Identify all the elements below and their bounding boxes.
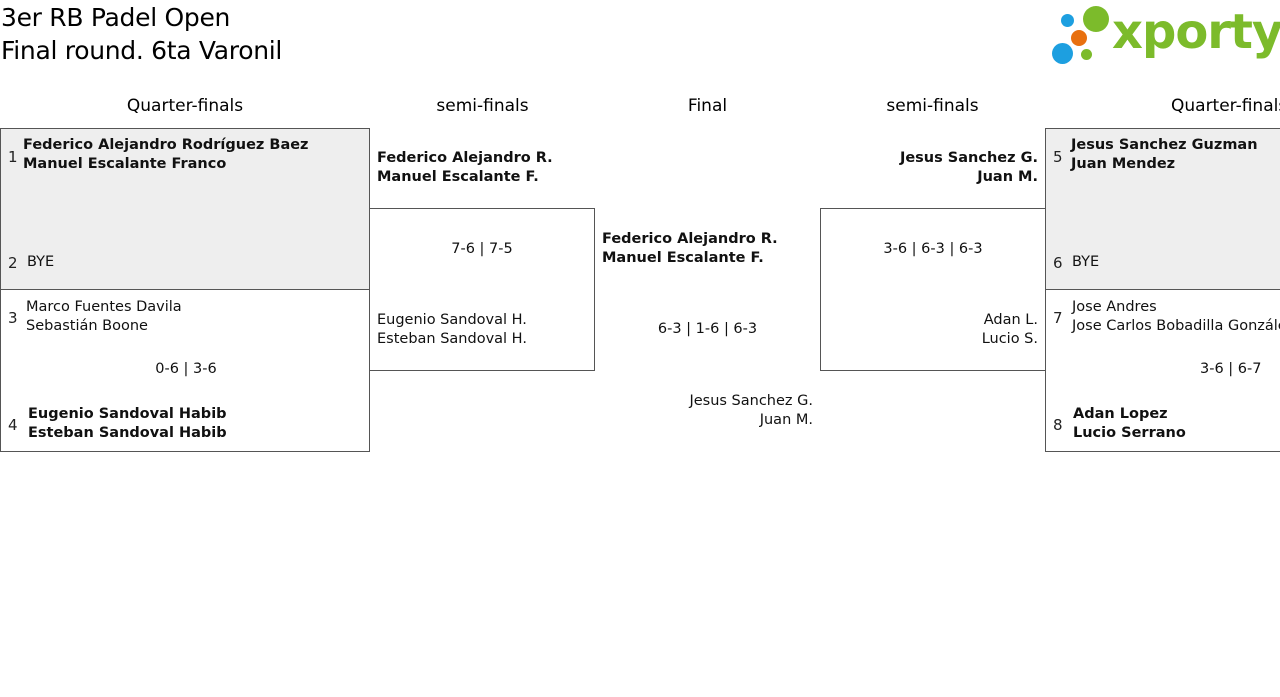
- player-name: Marco Fuentes Davila: [26, 299, 182, 315]
- tournament-title: 3er RB Padel Open: [1, 3, 231, 32]
- player-name: Juan Mendez: [1071, 156, 1176, 172]
- player-name: Lucio S.: [981, 331, 1038, 347]
- player-name: Juan M.: [977, 169, 1038, 185]
- match-score: 0-6 | 3-6: [155, 361, 217, 377]
- match-score: 3-6 | 6-7: [1200, 361, 1262, 377]
- seed-number: 5: [1053, 148, 1063, 166]
- qf1-team2: BYE: [27, 253, 54, 272]
- player-name: Manuel Escalante F.: [377, 169, 539, 185]
- final-team2: Jesus Sanchez G. Juan M.: [600, 392, 813, 430]
- qf-match-3[interactable]: 5 Jesus Sanchez Guzman Juan Mendez 6 BYE: [1045, 128, 1280, 290]
- qf-match-1[interactable]: 1 Federico Alejandro Rodríguez Baez Manu…: [0, 128, 370, 290]
- player-name: Federico Alejandro R.: [602, 231, 778, 247]
- qf4-team1: Jose Andres Jose Carlos Bobadilla Gonzál…: [1072, 298, 1280, 336]
- seed-number: 2: [8, 254, 18, 272]
- qf3-team2: BYE: [1072, 253, 1099, 272]
- seed-number: 8: [1053, 416, 1063, 434]
- player-name: Jesus Sanchez G.: [899, 150, 1038, 166]
- player-name: Jesus Sanchez G.: [689, 393, 813, 409]
- logo-dot-orange: [1071, 30, 1087, 46]
- player-name: Lucio Serrano: [1073, 425, 1186, 441]
- match-score: 3-6 | 6-3 | 6-3: [883, 241, 983, 257]
- qf-match-4[interactable]: 7 Jose Andres Jose Carlos Bobadilla Gonz…: [1045, 289, 1280, 452]
- qf1-team1: Federico Alejandro Rodríguez Baez Manuel…: [23, 136, 309, 174]
- player-name: Eugenio Sandoval H.: [377, 312, 527, 328]
- player-name: Esteban Sandoval Habib: [28, 425, 227, 441]
- player-name: Esteban Sandoval H.: [377, 331, 527, 347]
- sf-match-1[interactable]: 7-6 | 7-5 Eugenio Sandoval H. Esteban Sa…: [369, 208, 595, 371]
- logo-dot-blue-small: [1061, 14, 1074, 27]
- player-name: BYE: [27, 254, 55, 270]
- player-name: Federico Alejandro Rodríguez Baez: [23, 137, 309, 153]
- player-name: Federico Alejandro R.: [377, 150, 553, 166]
- seed-number: 1: [8, 148, 18, 166]
- player-name: Adan Lopez: [1073, 406, 1168, 422]
- logo-dot-blue-large: [1052, 43, 1073, 64]
- sf-match-2[interactable]: 3-6 | 6-3 | 6-3 Adan L. Lucio S.: [820, 208, 1046, 371]
- xporty-logo: xporty: [1052, 4, 1280, 66]
- round-header-left-quarterfinals: Quarter-finals: [126, 96, 244, 116]
- seed-number: 6: [1053, 254, 1063, 272]
- match-score: 7-6 | 7-5: [451, 241, 513, 257]
- final-team1: Federico Alejandro R. Manuel Escalante F…: [602, 230, 778, 268]
- qf4-team2: Adan Lopez Lucio Serrano: [1073, 405, 1186, 443]
- qf2-team1: Marco Fuentes Davila Sebastián Boone: [26, 298, 182, 336]
- player-name: BYE: [1072, 254, 1100, 270]
- qf-match-2[interactable]: 3 Marco Fuentes Davila Sebastián Boone 0…: [0, 289, 370, 452]
- seed-number: 7: [1053, 309, 1063, 327]
- round-header-right-semifinals: semi-finals: [886, 96, 979, 116]
- player-name: Adan L.: [983, 312, 1038, 328]
- player-name: Juan M.: [759, 412, 813, 428]
- round-header-final: Final: [687, 96, 728, 116]
- player-name: Jose Carlos Bobadilla González: [1072, 318, 1280, 334]
- round-header-right-quarterfinals: Quarter-finals: [1171, 96, 1280, 116]
- player-name: Jesus Sanchez Guzman: [1071, 137, 1258, 153]
- qf2-team2: Eugenio Sandoval Habib Esteban Sandoval …: [28, 405, 227, 443]
- sf2-team2: Adan L. Lucio S.: [825, 311, 1038, 349]
- round-header-left-semifinals: semi-finals: [436, 96, 529, 116]
- seed-number: 4: [8, 416, 18, 434]
- player-name: Jose Andres: [1072, 299, 1157, 315]
- logo-dot-green-small: [1081, 49, 1092, 60]
- logo-dot-green: [1083, 6, 1109, 32]
- player-name: Eugenio Sandoval Habib: [28, 406, 227, 422]
- player-name: Manuel Escalante F.: [602, 250, 764, 266]
- qf3-team1: Jesus Sanchez Guzman Juan Mendez: [1071, 136, 1258, 174]
- logo-wordmark: xporty: [1112, 4, 1280, 60]
- player-name: Manuel Escalante Franco: [23, 156, 227, 172]
- sf1-team2: Eugenio Sandoval H. Esteban Sandoval H.: [377, 311, 527, 349]
- sf2-team1: Jesus Sanchez G. Juan M.: [825, 149, 1038, 187]
- round-subtitle: Final round. 6ta Varonil: [1, 36, 283, 65]
- final-score: 6-3 | 1-6 | 6-3: [657, 321, 758, 337]
- sf1-team1: Federico Alejandro R. Manuel Escalante F…: [377, 149, 553, 187]
- player-name: Sebastián Boone: [26, 318, 148, 334]
- seed-number: 3: [8, 309, 18, 327]
